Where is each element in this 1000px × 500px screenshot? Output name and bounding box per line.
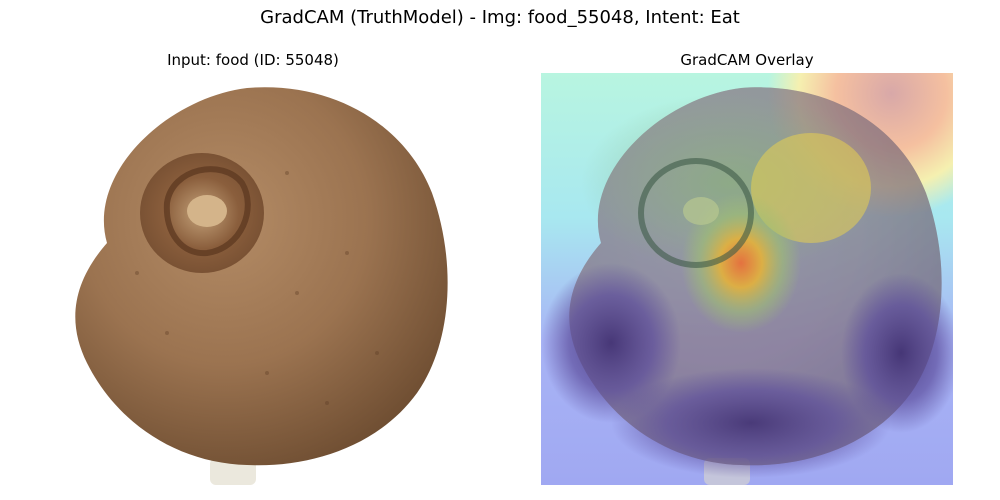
gradcam-heatmap bbox=[541, 73, 953, 485]
input-image bbox=[47, 73, 459, 485]
figure-suptitle: GradCAM (TruthModel) - Img: food_55048, … bbox=[260, 7, 740, 28]
overlay-panel-title: GradCAM Overlay bbox=[680, 51, 814, 69]
input-panel-title: Input: food (ID: 55048) bbox=[167, 51, 339, 69]
kiwi-photo bbox=[47, 73, 459, 485]
gradcam-overlay-image bbox=[541, 73, 953, 485]
